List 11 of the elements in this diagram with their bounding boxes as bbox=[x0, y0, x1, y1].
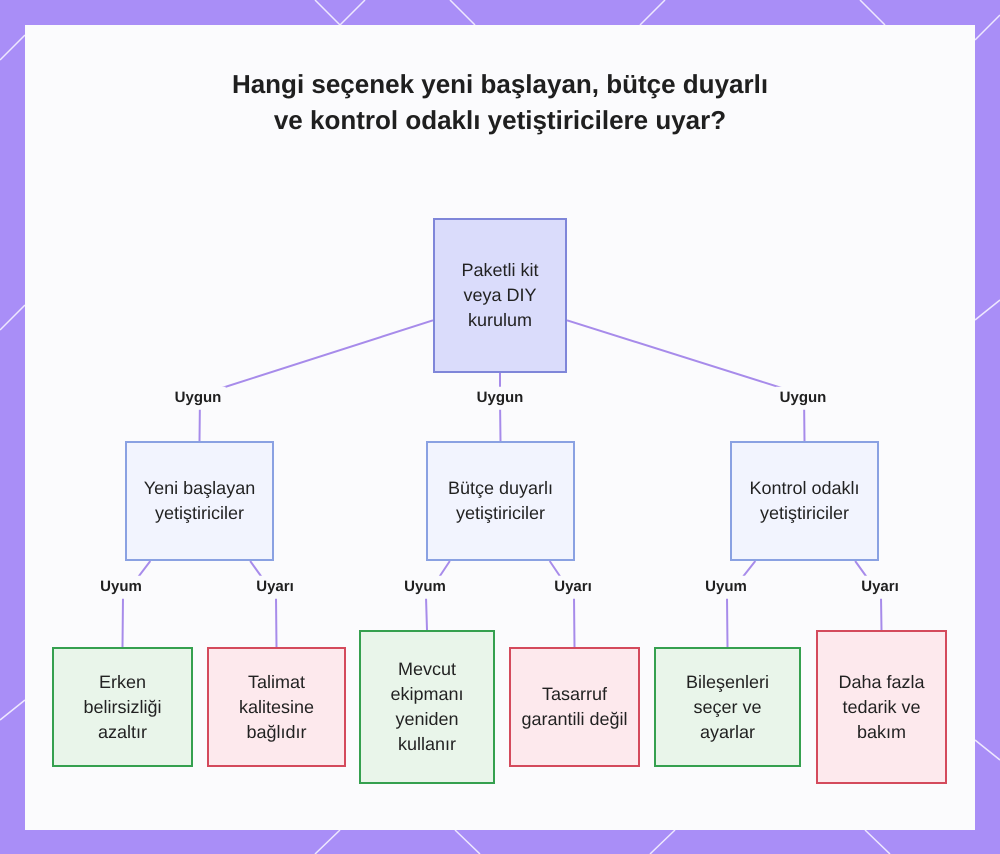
process-box: Bileşenleri seçer ve ayarlar bbox=[654, 647, 801, 767]
process-box: Mevcut ekipmanı yeniden kullanır bbox=[359, 630, 495, 784]
diagram-title: Hangi seçenek yeni başlayan, bütçe duyarlı ve kontrol odaklı yetiştiricilere uyar? bbox=[230, 68, 770, 137]
process-box: Erken belirsizliği azaltır bbox=[52, 647, 193, 767]
process-box: Daha fazla tedarik ve bakım bbox=[816, 630, 947, 784]
process-box: Paketli kit veya DIY kurulum bbox=[433, 218, 567, 373]
process-box: Bütçe duyarlı yetiştiriciler bbox=[426, 441, 575, 561]
process-box: Tasarruf garantili değil bbox=[509, 647, 640, 767]
process-box: Kontrol odaklı yetiştiriciler bbox=[730, 441, 879, 561]
process-box: Yeni başlayan yetiştiriciler bbox=[125, 441, 274, 561]
process-box: Talimat kalitesine bağlıdır bbox=[207, 647, 346, 767]
